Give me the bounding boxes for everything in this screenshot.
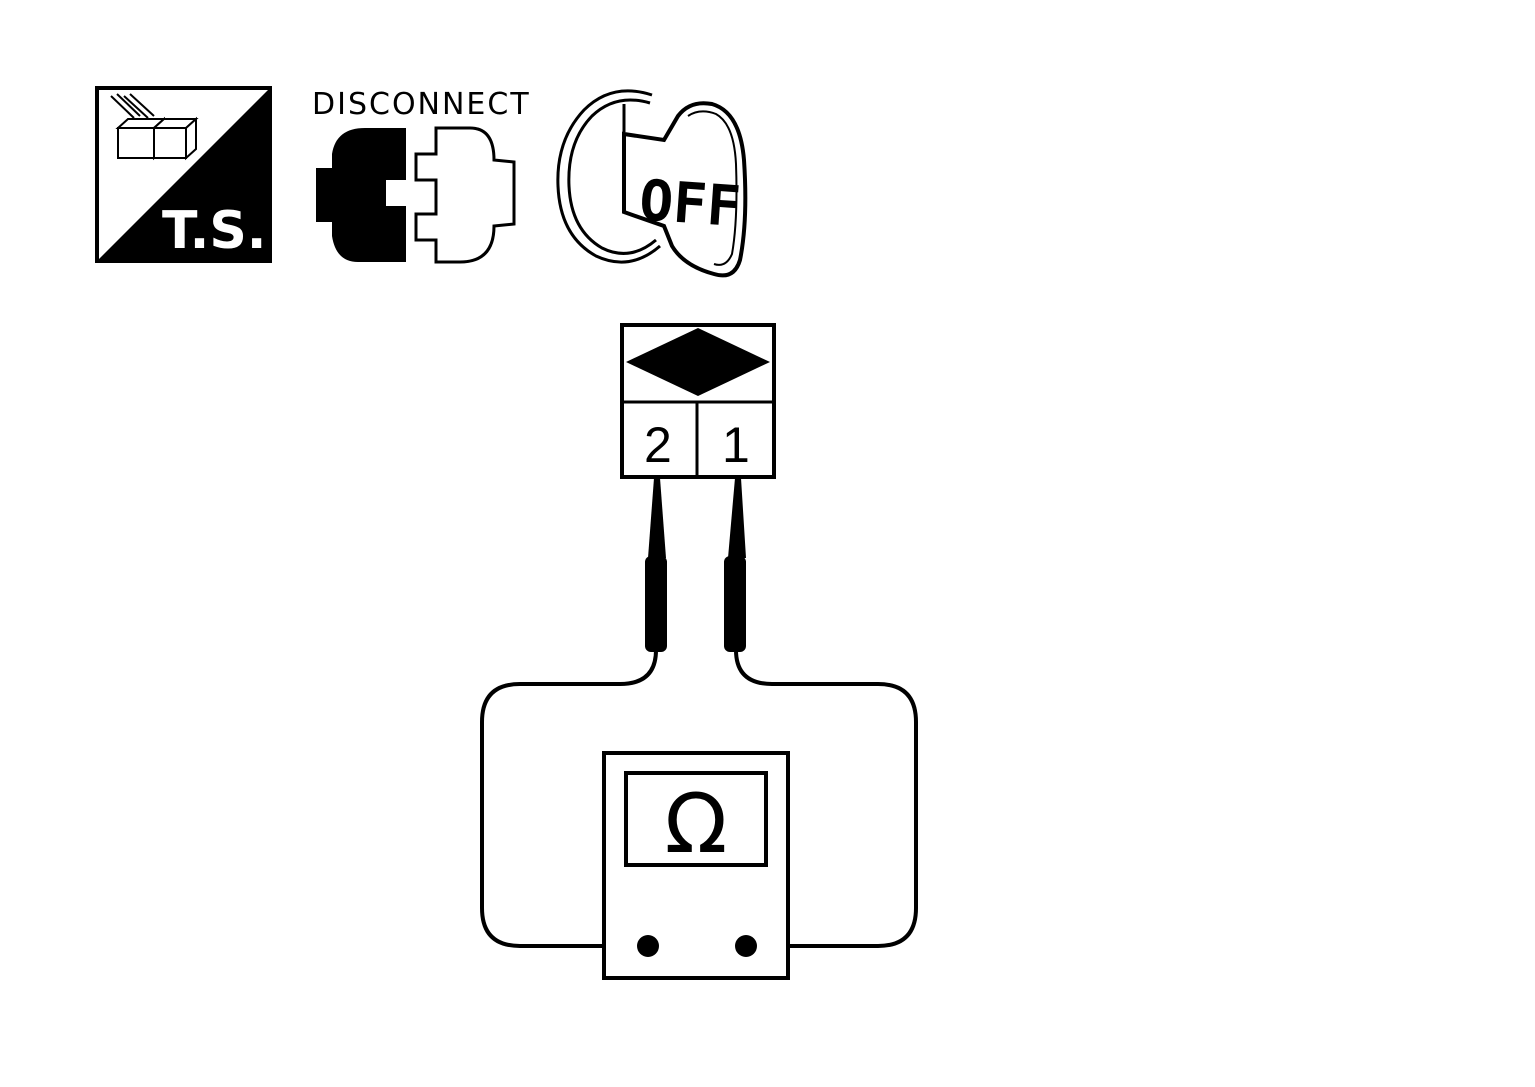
- connector-terminal-block: 2 1: [620, 323, 776, 479]
- ignition-key-off-icon: OFF: [556, 89, 748, 278]
- disconnect-label: DISCONNECT: [312, 87, 531, 122]
- ohmmeter: Ω: [602, 751, 790, 980]
- tester-probe-left: [645, 478, 667, 652]
- connector-half-male-icon: [316, 128, 406, 262]
- connector-sketch-icon: [110, 93, 199, 161]
- terminal-side-icon: T.S.: [95, 86, 272, 263]
- connector-diamond-icon: [626, 328, 770, 396]
- meter-terminal-left: [637, 935, 659, 957]
- tester-probe-right: [724, 478, 746, 652]
- connector-half-female-icon: [414, 126, 516, 264]
- test-lead-left: [480, 649, 658, 948]
- ignition-off-label: OFF: [637, 168, 742, 240]
- disconnect-icon: DISCONNECT: [312, 87, 531, 264]
- terminal-side-label: T.S.: [162, 201, 267, 261]
- connector-pin-2: 2: [644, 417, 672, 473]
- connector-pin-1: 1: [722, 417, 750, 473]
- meter-terminal-right: [735, 935, 757, 957]
- ohm-symbol: Ω: [665, 777, 728, 872]
- test-lead-right: [734, 649, 918, 948]
- ohmmeter-display: [624, 771, 768, 867]
